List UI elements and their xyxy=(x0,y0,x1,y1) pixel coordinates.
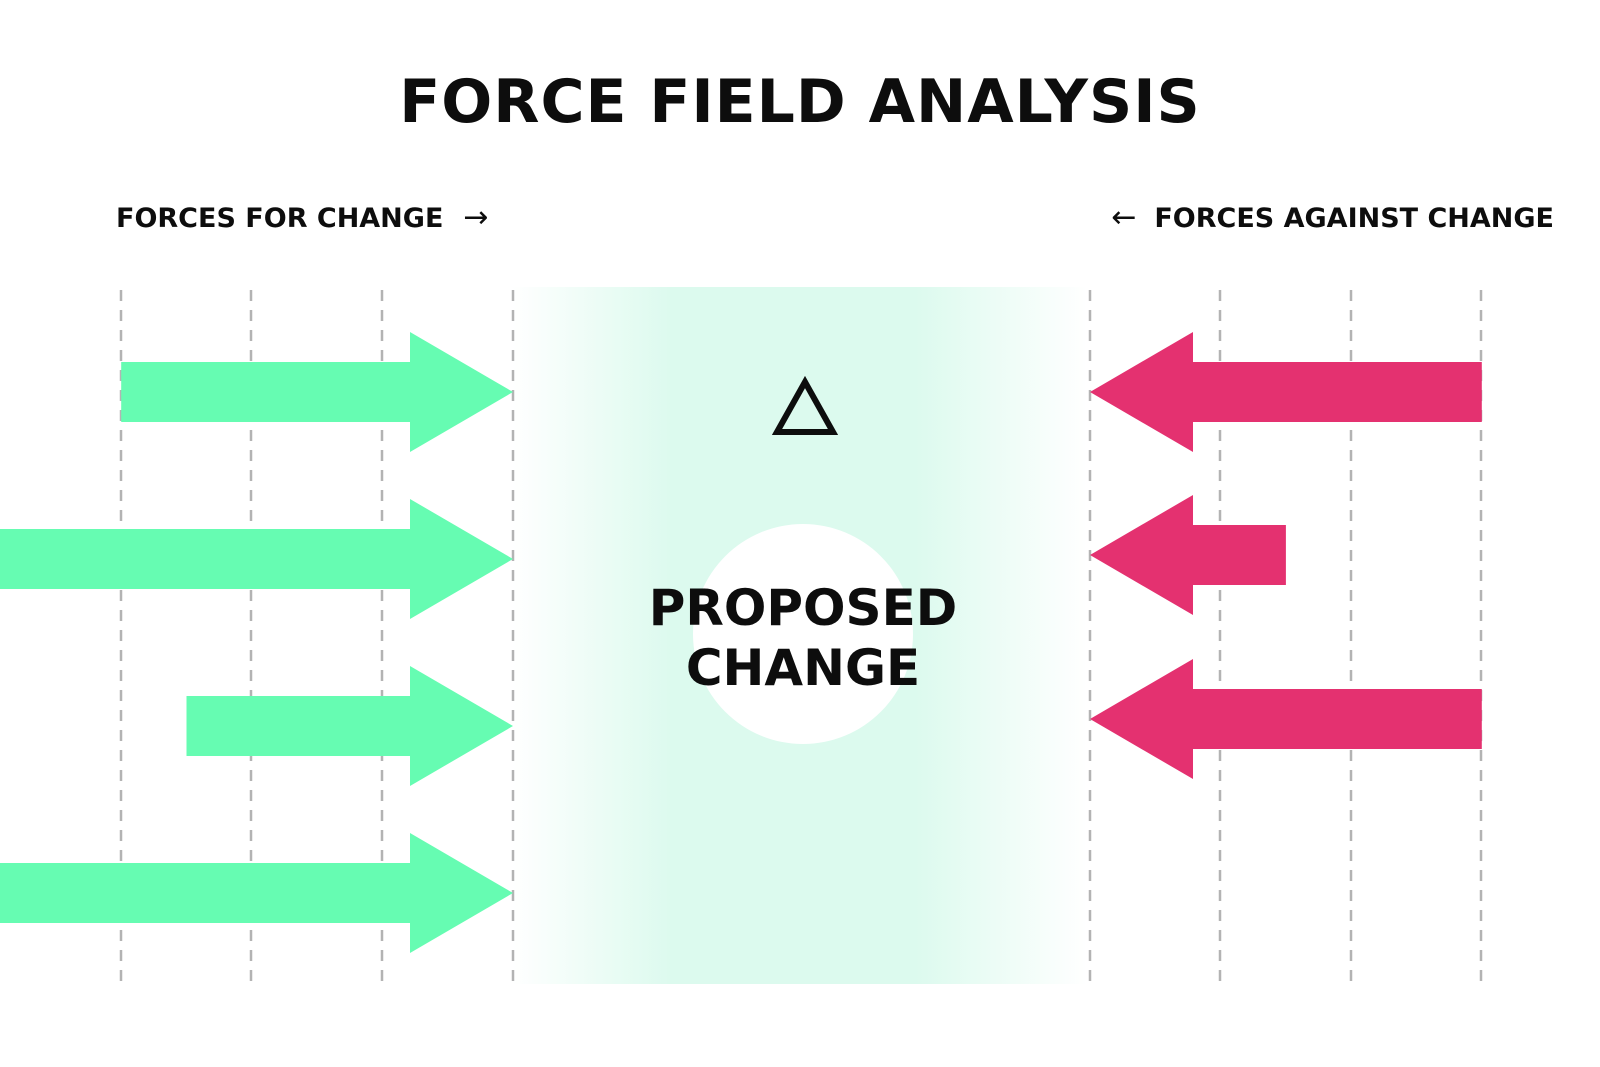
arrow-left-icon: ← xyxy=(1111,200,1137,235)
proposed-change-line2: CHANGE xyxy=(685,639,921,697)
forces-against-label: FORCES AGAINST CHANGE xyxy=(1154,202,1554,234)
forces-for-heading: FORCES FOR CHANGE → xyxy=(116,198,489,238)
grid-lines xyxy=(119,290,1483,985)
proposed-change-line1: PROPOSED xyxy=(648,579,958,637)
force-against-arrow xyxy=(1090,659,1482,779)
force-against-arrow xyxy=(1090,495,1286,615)
force-for-arrow xyxy=(121,332,513,452)
forces-against-arrows xyxy=(1090,332,1482,779)
proposed-change-text: PROPOSED CHANGE xyxy=(600,578,1006,698)
force-for-arrow xyxy=(0,499,513,619)
proposed-change-circle xyxy=(693,524,913,744)
force-for-arrow xyxy=(186,666,513,786)
diagram-title: FORCE FIELD ANALYSIS xyxy=(399,67,1201,137)
force-for-arrow xyxy=(0,833,513,953)
delta-change-icon xyxy=(771,375,839,435)
forces-against-heading: ← FORCES AGAINST CHANGE xyxy=(1111,198,1554,238)
forces-for-arrows xyxy=(0,332,513,953)
arrow-right-icon: → xyxy=(463,200,489,235)
force-against-arrow xyxy=(1090,332,1482,452)
forces-for-label: FORCES FOR CHANGE xyxy=(116,202,444,234)
